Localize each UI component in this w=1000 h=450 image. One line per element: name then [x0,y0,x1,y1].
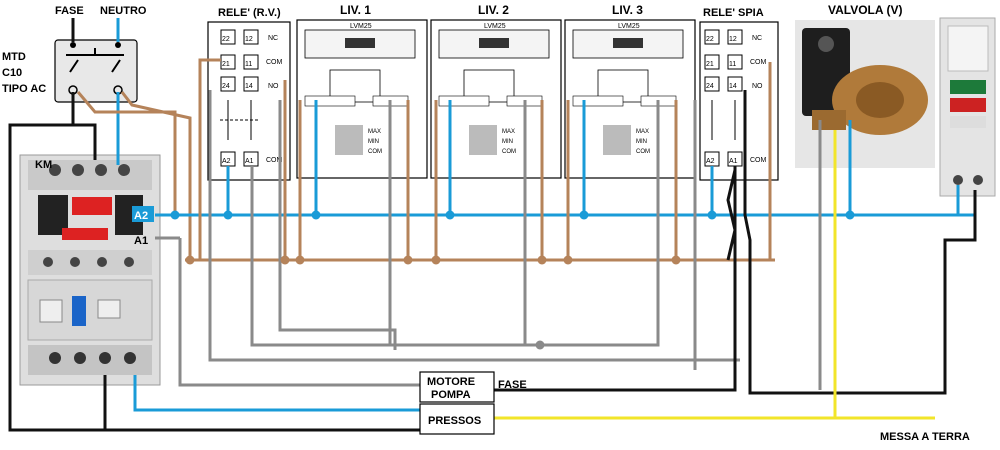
label-relay-rv: RELE' (R.V.) [218,7,281,19]
label-fase-top: FASE [55,5,84,17]
rv-com: COM [266,59,283,66]
liv2-min: MIN [502,139,513,145]
level-module-2 [430,19,562,179]
sp-ta1: A1 [729,158,738,165]
pressos-box [419,403,495,435]
rv-t11: 11 [245,61,252,68]
label-neutro-top: NEUTRO [100,5,147,17]
liv1-max: MAX [368,129,381,135]
level-module-1 [296,19,428,179]
label-a1: A1 [134,235,148,247]
sp-t24: 24 [706,83,714,90]
label-mtd: MTD [2,51,26,63]
wires-black [103,90,977,430]
wire-brown-mtd [76,91,177,215]
label-mtd-c10: C10 [2,67,22,79]
sp-no: NO [752,83,763,90]
relay-rv [207,21,291,181]
wires-brown [198,58,772,260]
sp-nc: NC [752,35,762,42]
liv3-com: COM [636,149,650,155]
liv2-com: COM [502,149,516,155]
sp-t21: 21 [706,61,714,68]
sp-com: COM [750,59,767,66]
mtd-breaker [54,39,138,103]
liv1-model: LVM25 [350,23,372,30]
rv-t24: 24 [222,83,230,90]
rv-t22: 22 [222,36,230,43]
rv-ta1: A1 [245,158,254,165]
wires-gray [178,90,822,390]
sp-t11: 11 [729,61,736,68]
indicator-module [939,17,996,197]
rv-nc: NC [268,35,278,42]
rv-t21: 21 [222,61,230,68]
liv3-min: MIN [636,139,647,145]
rv-t14: 14 [245,83,253,90]
sp-com-low: COM [750,157,767,164]
liv2-max: MAX [502,129,515,135]
wires-blue [133,100,960,412]
label-a2: A2 [134,210,148,222]
rv-com-low: COM [266,157,283,164]
liv3-max: MAX [636,129,649,135]
km-contactor [19,154,161,386]
liv3-model: LVM25 [618,23,640,30]
wire-black-main [8,92,420,432]
liv1-min: MIN [368,139,379,145]
rv-ta2: A2 [222,158,231,165]
liv1-com: COM [368,149,382,155]
wire-yellow-earth [490,130,935,420]
sp-ta2: A2 [706,158,715,165]
label-mtd-type: TIPO AC [2,83,46,95]
label-liv3: LIV. 3 [612,3,643,17]
junction-dots [170,210,855,350]
valve-photo [795,20,935,168]
sp-t12: 12 [729,36,737,43]
wire-black-km [73,123,97,160]
wire-brown-mtd2 [120,91,192,260]
label-km: KM [35,159,52,171]
label-relay-spia: RELE' SPIA [703,7,764,19]
rv-t12: 12 [245,36,253,43]
motor-pump-box [419,371,495,403]
label-motore: MOTORE [427,376,475,388]
sp-t14: 14 [729,83,737,90]
a2-tag [132,206,154,222]
label-pompa: POMPA [431,389,471,401]
label-liv2: LIV. 2 [478,3,509,17]
label-valvola: VALVOLA (V) [828,3,902,17]
rv-no: NO [268,83,279,90]
liv2-model: LVM25 [484,23,506,30]
label-messa-a-terra: MESSA A TERRA [880,431,970,443]
relay-spia [699,21,779,181]
label-fase-motor: FASE [498,379,527,391]
label-pressos: PRESSOS [428,415,481,427]
sp-t22: 22 [706,36,714,43]
label-liv1: LIV. 1 [340,3,371,17]
